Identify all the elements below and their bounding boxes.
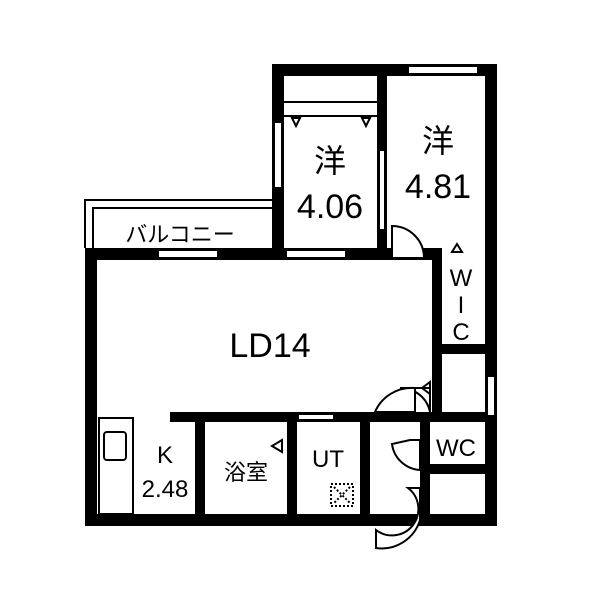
- wic-letter-i: I: [458, 292, 465, 319]
- window-western1-left: [273, 121, 283, 189]
- window-ld-top-left: [157, 249, 219, 259]
- bath-door-marker: [270, 438, 283, 454]
- washer-pan-cross: [333, 486, 351, 504]
- wall-bath-ut: [287, 412, 297, 526]
- window-right-wc: [486, 375, 496, 417]
- kitchen-kind-label: K: [157, 442, 173, 469]
- wall-kitchen-bath: [195, 412, 205, 526]
- wall-right: [485, 64, 497, 526]
- western2-area-label: 4.81: [405, 168, 471, 206]
- window-western2-top: [407, 65, 479, 75]
- door-entrance: [375, 487, 421, 550]
- wall-wc-bottom: [420, 464, 497, 474]
- bath-label: 浴室: [224, 461, 268, 486]
- wall-hall-right-upper: [432, 354, 442, 416]
- door-hall-lower: [373, 386, 416, 413]
- kitchen-counter: [98, 417, 134, 515]
- ld-label: LD14: [229, 327, 310, 365]
- western1-kind-label: 洋: [314, 142, 346, 180]
- balcony-outline: [84, 199, 272, 248]
- closet-marker-right: [360, 117, 372, 129]
- window-ld-top-mid: [285, 249, 347, 259]
- door-western2: [391, 224, 426, 259]
- wall-wic-bottom: [432, 344, 497, 354]
- window-ut-top: [297, 413, 335, 421]
- balcony-inner-line: [92, 207, 272, 248]
- ut-label: UT: [312, 446, 344, 473]
- wic-letter-c: C: [452, 319, 469, 346]
- wall-left: [85, 248, 97, 526]
- hall-door-marker: [420, 380, 431, 396]
- wc-label: WC: [436, 435, 476, 462]
- balcony-label: バルコニー: [125, 223, 235, 248]
- wic-door-marker: [450, 242, 464, 253]
- western1-area-label: 4.06: [297, 188, 363, 226]
- closet-western1: [284, 101, 377, 117]
- wall-ut-hall: [360, 412, 370, 526]
- wall-wic-left: [432, 248, 442, 352]
- wall-entrance-bottom: [360, 514, 430, 526]
- western2-kind-label: 洋: [422, 122, 454, 160]
- washer-pan-icon: [330, 483, 354, 507]
- kitchen-area-label: 2.48: [142, 476, 189, 503]
- closet-marker-left: [290, 117, 302, 129]
- kitchen-sink-icon: [103, 431, 127, 461]
- door-wc: [390, 439, 421, 472]
- wic-letter-w: W: [450, 265, 473, 292]
- sliding-door-western: [378, 149, 386, 231]
